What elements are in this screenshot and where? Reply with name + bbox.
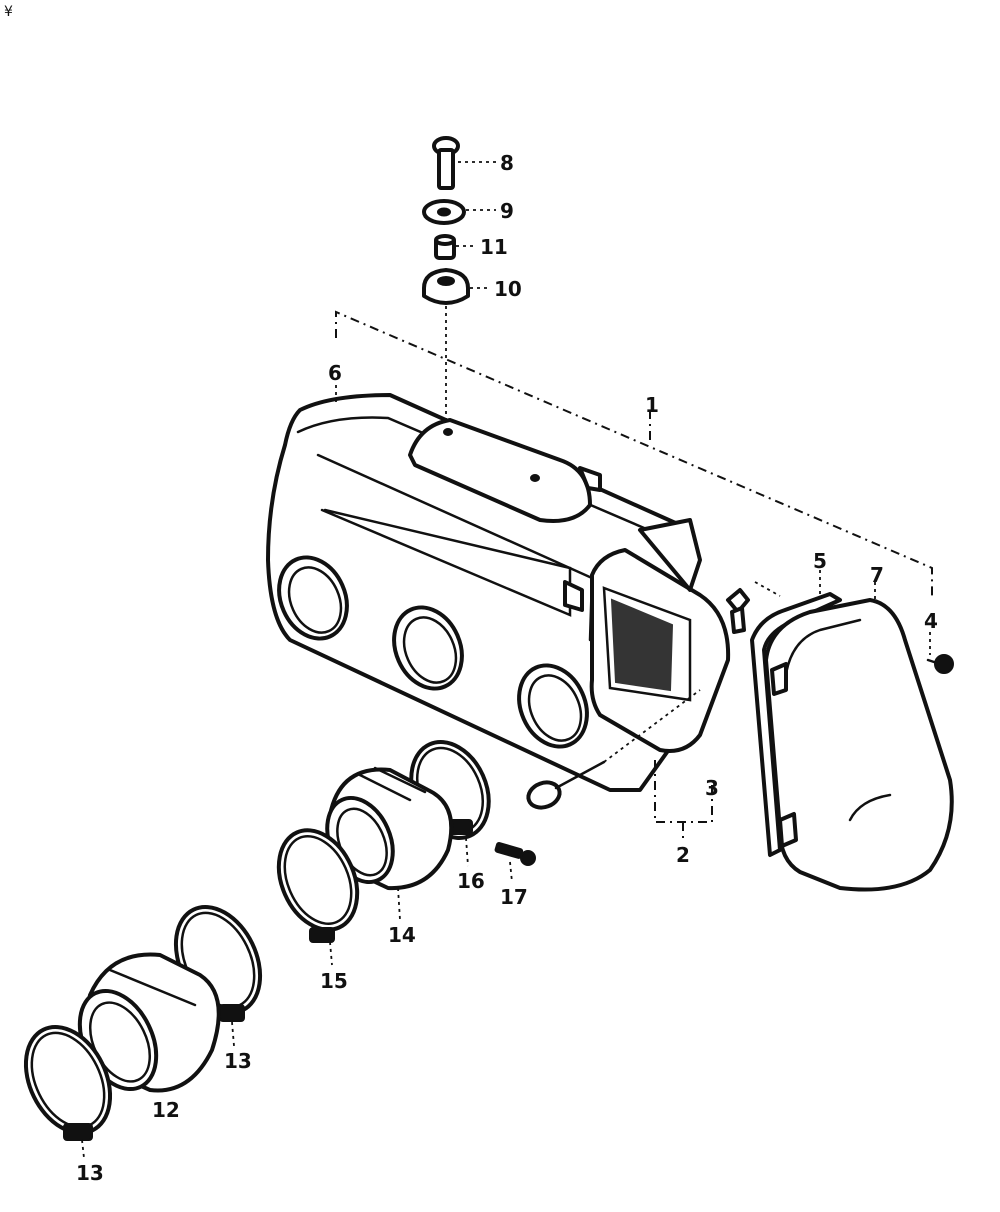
callout-label: 12 xyxy=(152,1098,180,1122)
loop-clip xyxy=(526,760,606,810)
callout-label: 13 xyxy=(76,1161,104,1185)
intake-pipe-part-12 xyxy=(77,952,221,1093)
callout-label: 3 xyxy=(705,776,719,800)
callout-label: 5 xyxy=(813,549,827,573)
assembly-bracket-2 xyxy=(654,760,713,840)
bolt-part-8 xyxy=(432,136,460,190)
corner-mark: ¥ xyxy=(4,4,13,20)
callout-label: 10 xyxy=(494,277,522,301)
callout-label: 13 xyxy=(224,1049,252,1073)
callout-label: 1 xyxy=(645,393,659,417)
grommet-part-10 xyxy=(422,268,470,305)
wing-nut xyxy=(726,588,750,634)
callout-label: 9 xyxy=(500,199,514,223)
cover-part-7 xyxy=(764,598,954,892)
callout-label: 8 xyxy=(500,151,514,175)
callout-label: 6 xyxy=(328,361,342,385)
callout-label: 11 xyxy=(480,235,508,259)
filter-element xyxy=(589,518,731,753)
callout-label: 4 xyxy=(924,609,938,633)
screw-part-4 xyxy=(926,654,954,674)
callout-label: 16 xyxy=(457,869,485,893)
callout-label: 2 xyxy=(676,843,690,867)
assembly-bracket-1 xyxy=(335,310,933,600)
callout-label: 17 xyxy=(500,885,528,909)
clamp-part-15 xyxy=(276,828,360,943)
clamp-part-13-lower xyxy=(23,1024,113,1141)
callout-label: 7 xyxy=(870,563,884,587)
callout-label: 15 xyxy=(320,969,348,993)
bolt-part-17 xyxy=(494,842,536,866)
callout-label: 14 xyxy=(388,923,416,947)
washer-part-9 xyxy=(422,199,466,225)
collar-part-11 xyxy=(434,234,456,260)
callout-labels: 1 2 3 4 5 6 7 8 9 10 11 12 13 13 14 15 1… xyxy=(76,151,938,1185)
air-cleaner-case-part-6 xyxy=(266,393,692,792)
